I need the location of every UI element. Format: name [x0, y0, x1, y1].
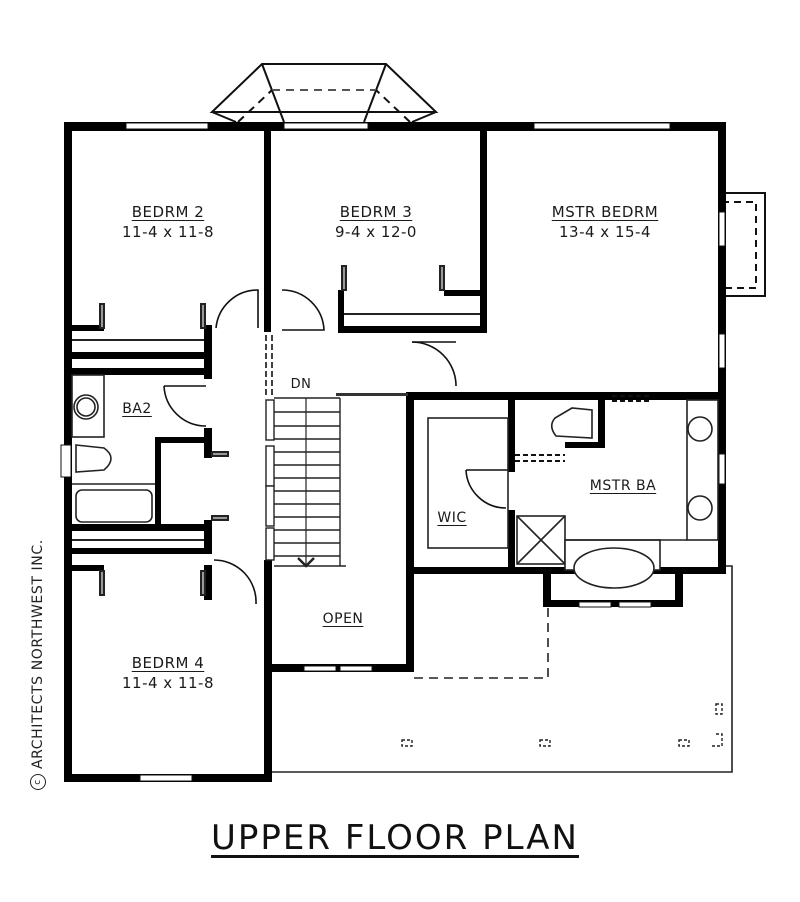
room-name: MSTR BA	[589, 478, 657, 494]
room-dimensions: 13-4 x 15-4	[559, 223, 651, 241]
room-name: BEDRM 4	[131, 654, 205, 672]
copyright-credit: c ARCHITECTS NORTHWEST INC.	[30, 539, 46, 790]
room-name: BEDRM 2	[131, 203, 205, 221]
room-name: WIC	[437, 510, 467, 526]
interior-walls	[64, 122, 726, 782]
room-label-wic: WIC	[432, 510, 472, 526]
room-label-open: OPEN	[308, 611, 378, 627]
room-label-bedrm-3: BEDRM 3 9-4 x 12-0	[306, 203, 446, 241]
copyright-icon: c	[30, 774, 46, 790]
room-label-bedrm-2: BEDRM 2 11-4 x 11-8	[98, 203, 238, 241]
room-name: BEDRM 3	[339, 203, 413, 221]
stair-direction-label: DN	[290, 377, 312, 392]
box-window-right	[721, 192, 766, 297]
room-name: OPEN	[322, 611, 364, 627]
exterior-walls	[60, 122, 726, 782]
lower-roof-outline	[272, 565, 733, 773]
ba2-fixtures	[71, 374, 155, 523]
door-swings	[163, 289, 652, 605]
credit-text: ARCHITECTS NORTHWEST INC.	[30, 539, 46, 769]
room-dimensions: 11-4 x 11-8	[122, 674, 214, 692]
stair-treads	[274, 411, 340, 557]
stairs	[265, 397, 346, 568]
bay-window-top	[209, 63, 439, 123]
room-label-bedrm-4: BEDRM 4 11-4 x 11-8	[98, 654, 238, 692]
room-label-mstr-bedrm: MSTR BEDRM 13-4 x 15-4	[520, 203, 690, 241]
closet-details	[72, 265, 480, 596]
room-dimensions: 9-4 x 12-0	[335, 223, 417, 241]
room-label-ba2: BA2	[112, 401, 162, 417]
room-dimensions: 11-4 x 11-8	[122, 223, 214, 241]
room-label-mstr-ba: MSTR BA	[568, 478, 678, 494]
room-name: MSTR BEDRM	[551, 203, 659, 221]
room-name: BA2	[122, 401, 152, 417]
plan-title: UPPER FLOOR PLAN	[211, 818, 579, 858]
mstr-ba-fixtures	[427, 399, 719, 589]
